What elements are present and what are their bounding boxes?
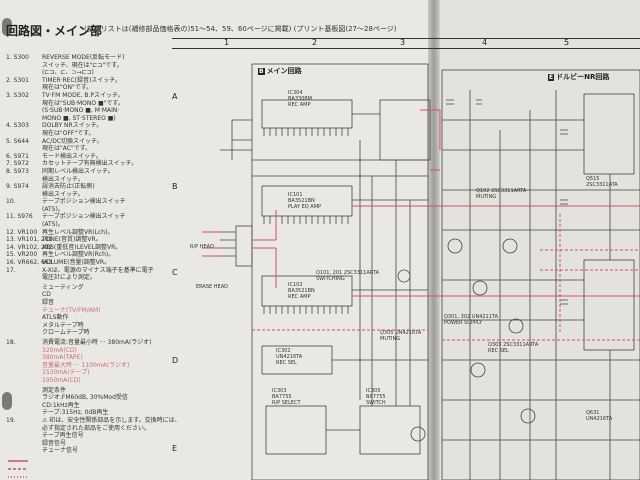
- legend-row: 1950mA(CD): [42, 376, 81, 384]
- column-number: 2: [312, 38, 318, 47]
- legend-row: テープ:315Hz, 0dB再生: [42, 409, 109, 417]
- legend-row: テープ再生信号: [42, 432, 84, 440]
- legend-row: チューナ(TV/FM/AM): [42, 306, 101, 314]
- legend-row: 検出スイッチ。: [42, 175, 84, 183]
- dolby-ic-box: [583, 93, 635, 175]
- ic102-box: [261, 275, 353, 307]
- legend-row: 録音: [42, 299, 55, 306]
- legend-row: CD: [42, 291, 51, 299]
- legend-row: (⊏⊐、⊏、⊃→⊏⊐): [42, 69, 94, 77]
- legend-row: 19.⚠ 印は、安全性関係部品を示します。交換時には、: [6, 416, 181, 424]
- legend-row: 現在は"OFF"です。: [42, 129, 95, 137]
- erase-head-label: ERASE HEAD: [196, 284, 228, 290]
- legend-row: ミューティング: [42, 283, 84, 291]
- legend-row: 320mA(CD): [42, 346, 77, 354]
- legend-row: 17.X-Xは、電源のマイナス端子を基準に電子: [6, 266, 154, 274]
- legend-row: 10.テープポジション検出スイッチ: [6, 198, 126, 206]
- legend-row: (ATS)。: [42, 221, 64, 229]
- legend-row: MONO ■, ST·STEREO ■): [42, 114, 116, 122]
- legend-row: 現在は"AC"です。: [42, 145, 92, 153]
- legend-row: 電圧計により測定。: [42, 274, 96, 282]
- binding-gutter: [428, 0, 440, 480]
- dolby-circuit-frame: [441, 69, 640, 480]
- legend-row: ATLS動作: [42, 314, 69, 322]
- row-letter: D: [172, 356, 179, 365]
- page-title: 回路図・メイン部: [6, 24, 103, 38]
- legend-row: クロームテープ時: [42, 329, 90, 337]
- ic-upper-right-box: [379, 99, 431, 161]
- legend-row: 18.消費電流:音量最小時 ··· 380mA(ラジオ): [6, 338, 152, 346]
- column-number: 3: [400, 38, 406, 47]
- legend-row: スイッチ、現在は"⊏⊐"です。: [42, 61, 123, 69]
- legend-row: 音量最大時 ··· 1100mA(ラジオ): [42, 361, 130, 369]
- legend-row: 380mA(TAPE): [42, 354, 83, 362]
- legend-row: 現在は"ON"です。: [42, 84, 93, 92]
- row-letter: A: [172, 92, 178, 101]
- legend-row: (ATS)。: [42, 205, 64, 213]
- legend-row: 録音信号: [42, 439, 67, 447]
- dolby-ic-lower-box: [583, 259, 635, 351]
- ic101-box: [261, 185, 353, 217]
- head-label: R/P HEAD: [190, 244, 214, 250]
- legend-row: CD:1kHz再生: [42, 401, 80, 409]
- ic303-box: [265, 405, 327, 455]
- column-number: 5: [564, 38, 570, 47]
- row-letter: C: [172, 268, 178, 277]
- legend-row: ラジオ:FM60dB, 30%Mod受信: [42, 394, 128, 402]
- legend-row: 1530mA(テープ): [42, 369, 90, 377]
- row-letter: B: [172, 182, 178, 191]
- column-number: 1: [224, 38, 230, 47]
- legend-row: 測定条件: [42, 386, 67, 394]
- column-grid-bar: [172, 38, 640, 49]
- main-circuit-frame: [251, 63, 429, 480]
- legend-row: 現在は"SUB·MONO ■"です。: [42, 99, 124, 107]
- page-subtitle: (部品リストは(補修部品価格表の)51～54、59、60ページに掲載) (プリン…: [84, 25, 397, 33]
- binder-hole: [2, 392, 12, 410]
- row-letter: E: [172, 444, 178, 453]
- legend-row: (S·SUB·MONO ■, M·MAIN·: [42, 107, 120, 115]
- legend-row: 検出スイッチ。: [42, 190, 84, 198]
- legend-row: メタルテープ時: [42, 321, 84, 329]
- legend-row: チューナ信号: [42, 447, 79, 455]
- column-number: 4: [482, 38, 488, 47]
- binder-hole: [2, 18, 12, 36]
- ic305-box: [359, 405, 421, 455]
- legend-row: 必ず指定された部品をご使用ください。: [42, 424, 151, 432]
